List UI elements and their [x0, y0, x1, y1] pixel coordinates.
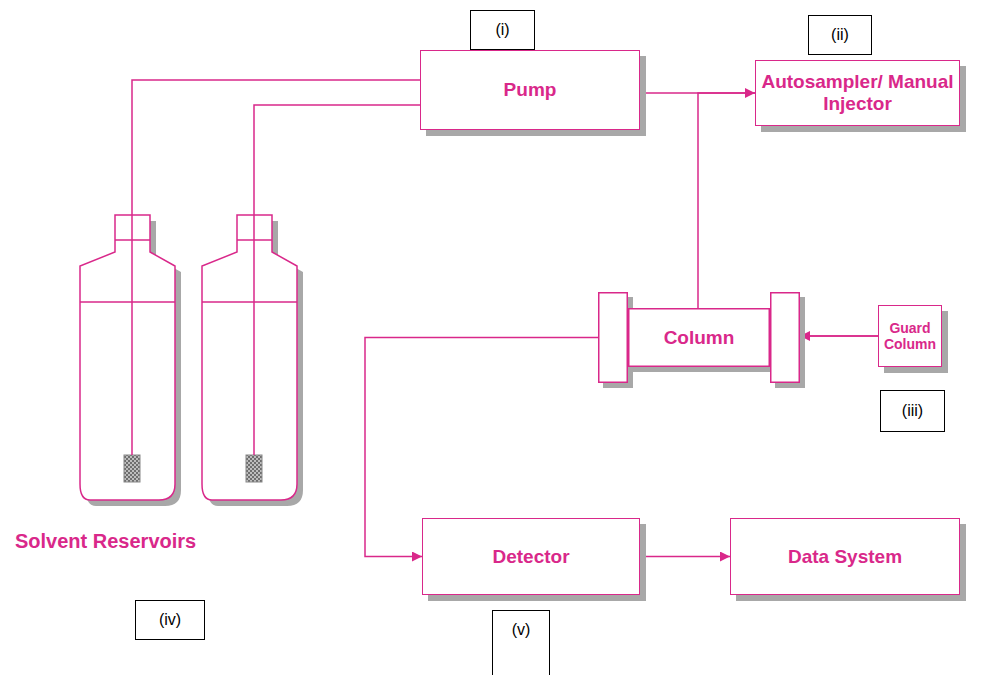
- guard-column-box: Guard Column: [878, 305, 942, 367]
- reservoir-bottle: [202, 215, 303, 506]
- callout-number: (iv): [159, 611, 181, 629]
- detector-box: Detector: [422, 518, 640, 595]
- flow-connector: [640, 556, 730, 558]
- node-label: Autosampler/ Manual Injector: [760, 71, 955, 115]
- part-name: Solvent Reservoirs: [15, 530, 196, 552]
- injector-box: Autosampler/ Manual Injector: [755, 60, 960, 126]
- callout-box: (i): [470, 10, 535, 50]
- callout-number: (i): [495, 21, 509, 39]
- callout-box: (iv): [135, 600, 205, 640]
- solvent-line: [254, 105, 420, 455]
- callout-number: (ii): [831, 26, 849, 44]
- node-label: Data System: [788, 546, 902, 568]
- flow-connector: [800, 335, 878, 337]
- node-label: Detector: [492, 546, 569, 568]
- solvent-line: [132, 80, 420, 455]
- reservoir-bottle: [80, 215, 181, 506]
- data-system-box: Data System: [730, 518, 960, 595]
- callout-number: (v): [512, 621, 531, 639]
- callout-box: (iii): [880, 390, 945, 432]
- callout-number: (iii): [902, 402, 923, 420]
- node-label: Guard Column: [883, 320, 937, 352]
- node-label: Pump: [504, 79, 557, 101]
- part-label: Solvent Reservoirs: [15, 530, 196, 553]
- node-label: Column: [664, 327, 735, 349]
- column-shape: Column: [598, 292, 800, 383]
- callout-box: (ii): [808, 15, 872, 55]
- pump-box: Pump: [420, 50, 640, 130]
- callout-box: (v): [492, 610, 550, 675]
